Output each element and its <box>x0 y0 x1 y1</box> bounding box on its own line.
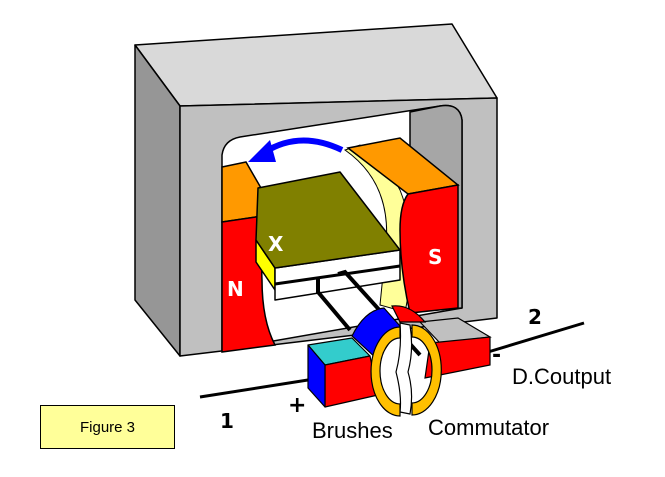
south-pole <box>346 137 460 314</box>
output-label: D.Coutput <box>512 364 611 389</box>
rotation-arrow-icon <box>248 137 344 162</box>
armature-top <box>255 171 401 269</box>
commutator-left-half <box>370 326 401 417</box>
north-pole-label: N <box>227 277 244 301</box>
terminal-1-label: 1 <box>220 409 234 433</box>
positive-brush <box>307 337 379 408</box>
negative-label: - <box>492 343 501 368</box>
commutator-segment <box>391 305 427 323</box>
armature <box>255 171 401 301</box>
brush-cap <box>351 307 401 361</box>
terminal-2-label: 2 <box>528 305 542 329</box>
brushes-label: Brushes <box>312 418 393 443</box>
south-pole-label: S <box>428 245 442 269</box>
positive-label: + <box>288 393 306 418</box>
frame-top-face <box>134 23 498 107</box>
armature-label: X <box>268 232 284 256</box>
commutator-right-half <box>411 324 442 416</box>
figure-caption: Figure 3 <box>40 405 175 449</box>
commutator-label: Commutator <box>428 415 549 440</box>
wire-terminal-2 <box>487 321 585 354</box>
commutator <box>370 322 442 417</box>
